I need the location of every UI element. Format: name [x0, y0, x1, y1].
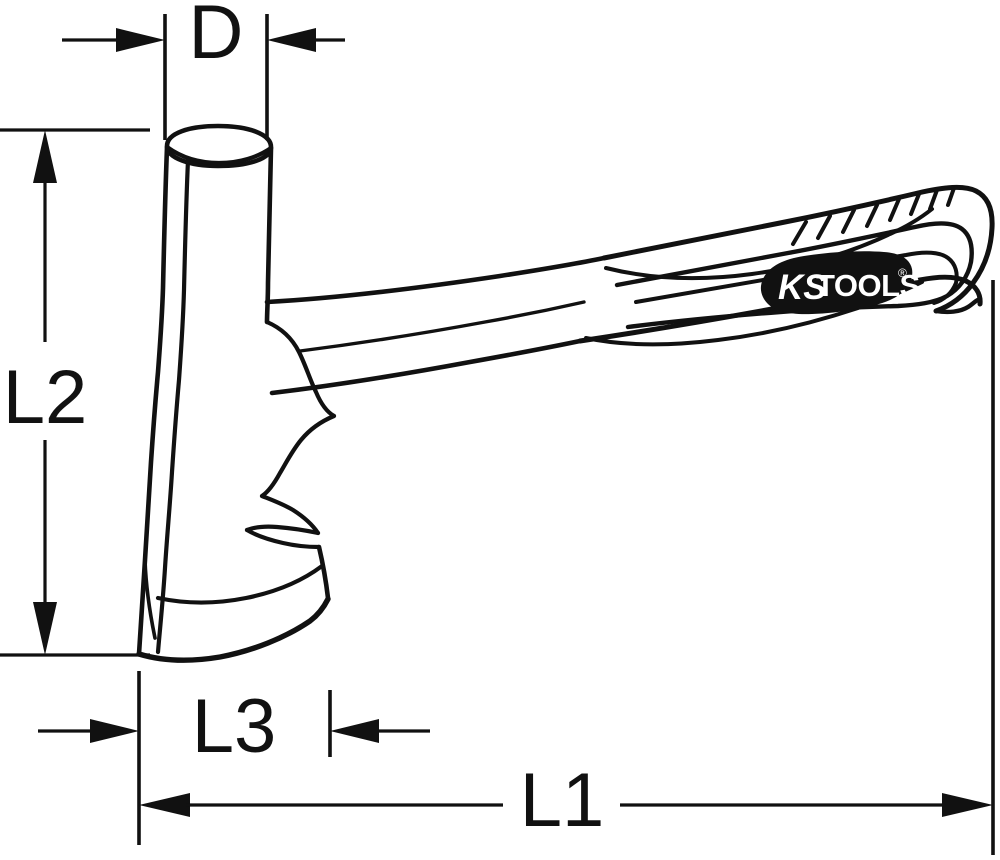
logo-ks-text: KS: [778, 268, 827, 307]
dimension-L1-label: L1: [520, 758, 605, 843]
dimension-D-label: D: [189, 0, 244, 75]
logo-registered-icon: ®: [898, 266, 907, 280]
dimension-L2: L2: [0, 128, 150, 657]
dimension-L3-label: L3: [192, 684, 277, 769]
dimension-L1: L1: [139, 280, 995, 855]
dimension-D: D: [62, 0, 345, 140]
shaft: [264, 255, 607, 396]
dimension-L3-arrow-left-icon: [90, 719, 139, 743]
dimension-L3: L3: [38, 671, 430, 845]
dimension-L1-arrow-left-icon: [139, 793, 190, 817]
dimension-D-arrow-right-icon: [267, 28, 316, 52]
logo-tools-text: TOOLS: [816, 268, 920, 303]
tool-illustration: [136, 123, 995, 663]
dimension-L2-arrow-bottom-icon: [33, 602, 57, 655]
dimension-L3-arrow-right-icon: [330, 719, 379, 743]
ks-tools-logo: KS TOOLS ®: [760, 251, 920, 315]
dimension-L2-arrow-top-icon: [33, 130, 57, 183]
grip-ribs: [791, 186, 956, 246]
dimension-D-arrow-left-icon: [116, 28, 165, 52]
axe-head-blade: [136, 144, 337, 663]
dimension-L2-label: L2: [3, 355, 88, 440]
dimension-L1-arrow-right-icon: [942, 793, 993, 817]
